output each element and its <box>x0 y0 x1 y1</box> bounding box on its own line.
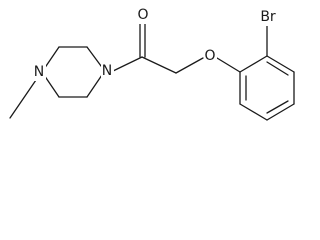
bond-n1-carbonyl <box>110 56 143 73</box>
carbonyl-double-bond <box>139 21 146 58</box>
bond-carbonyl-ch2 <box>141 56 177 74</box>
atom-methyl-nitrogen: N <box>33 64 46 81</box>
methyl-nitrogen-label: N <box>34 64 44 80</box>
ether-oxygen-label: O <box>204 48 215 64</box>
bromine-label: Br <box>260 9 276 25</box>
bond-ch2-ether-o <box>175 57 204 74</box>
atom-bromine: Br <box>257 9 278 26</box>
benzene-ring <box>239 55 295 121</box>
bond-ether-o-ring <box>216 57 241 73</box>
chemical-structure-diagram: Br O O N N <box>9 7 295 121</box>
atom-carbonyl-oxygen: O <box>136 7 149 24</box>
atom-ether-oxygen: O <box>204 48 217 65</box>
piperazine-ring <box>41 46 105 98</box>
molecule-canvas: Br O O N N <box>9 7 295 121</box>
amide-nitrogen-label: N <box>102 63 112 79</box>
carbonyl-oxygen-label: O <box>137 7 148 23</box>
atom-amide-nitrogen: N <box>101 63 114 80</box>
bond-n4-methyl <box>9 79 37 119</box>
